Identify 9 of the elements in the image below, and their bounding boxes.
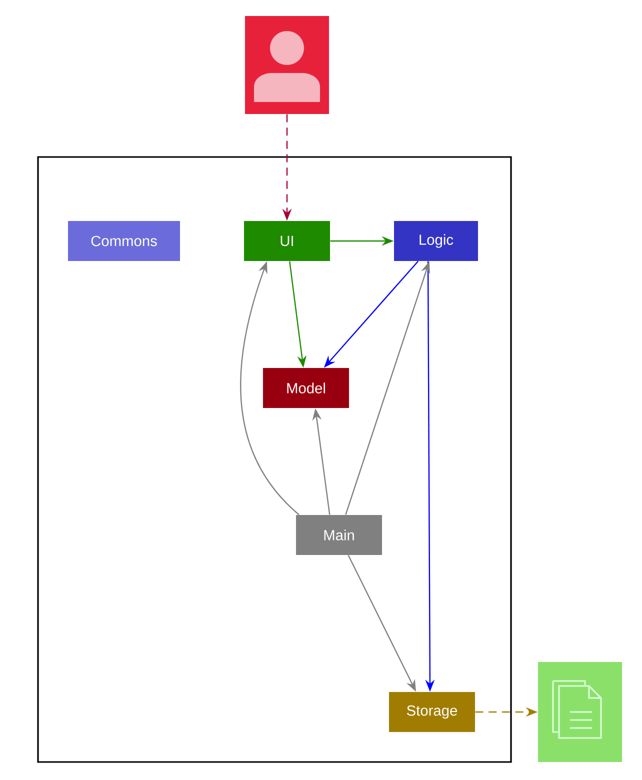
component-box: Storage — [389, 692, 475, 732]
component-box: Model — [263, 368, 349, 408]
component-box: Logic — [394, 221, 478, 261]
person-icon — [245, 16, 329, 114]
package-frame — [37, 156, 512, 763]
component-box: Main — [296, 515, 382, 555]
document-icon — [538, 662, 622, 762]
component-box: UI — [244, 221, 330, 261]
component-box: Commons — [68, 221, 180, 261]
